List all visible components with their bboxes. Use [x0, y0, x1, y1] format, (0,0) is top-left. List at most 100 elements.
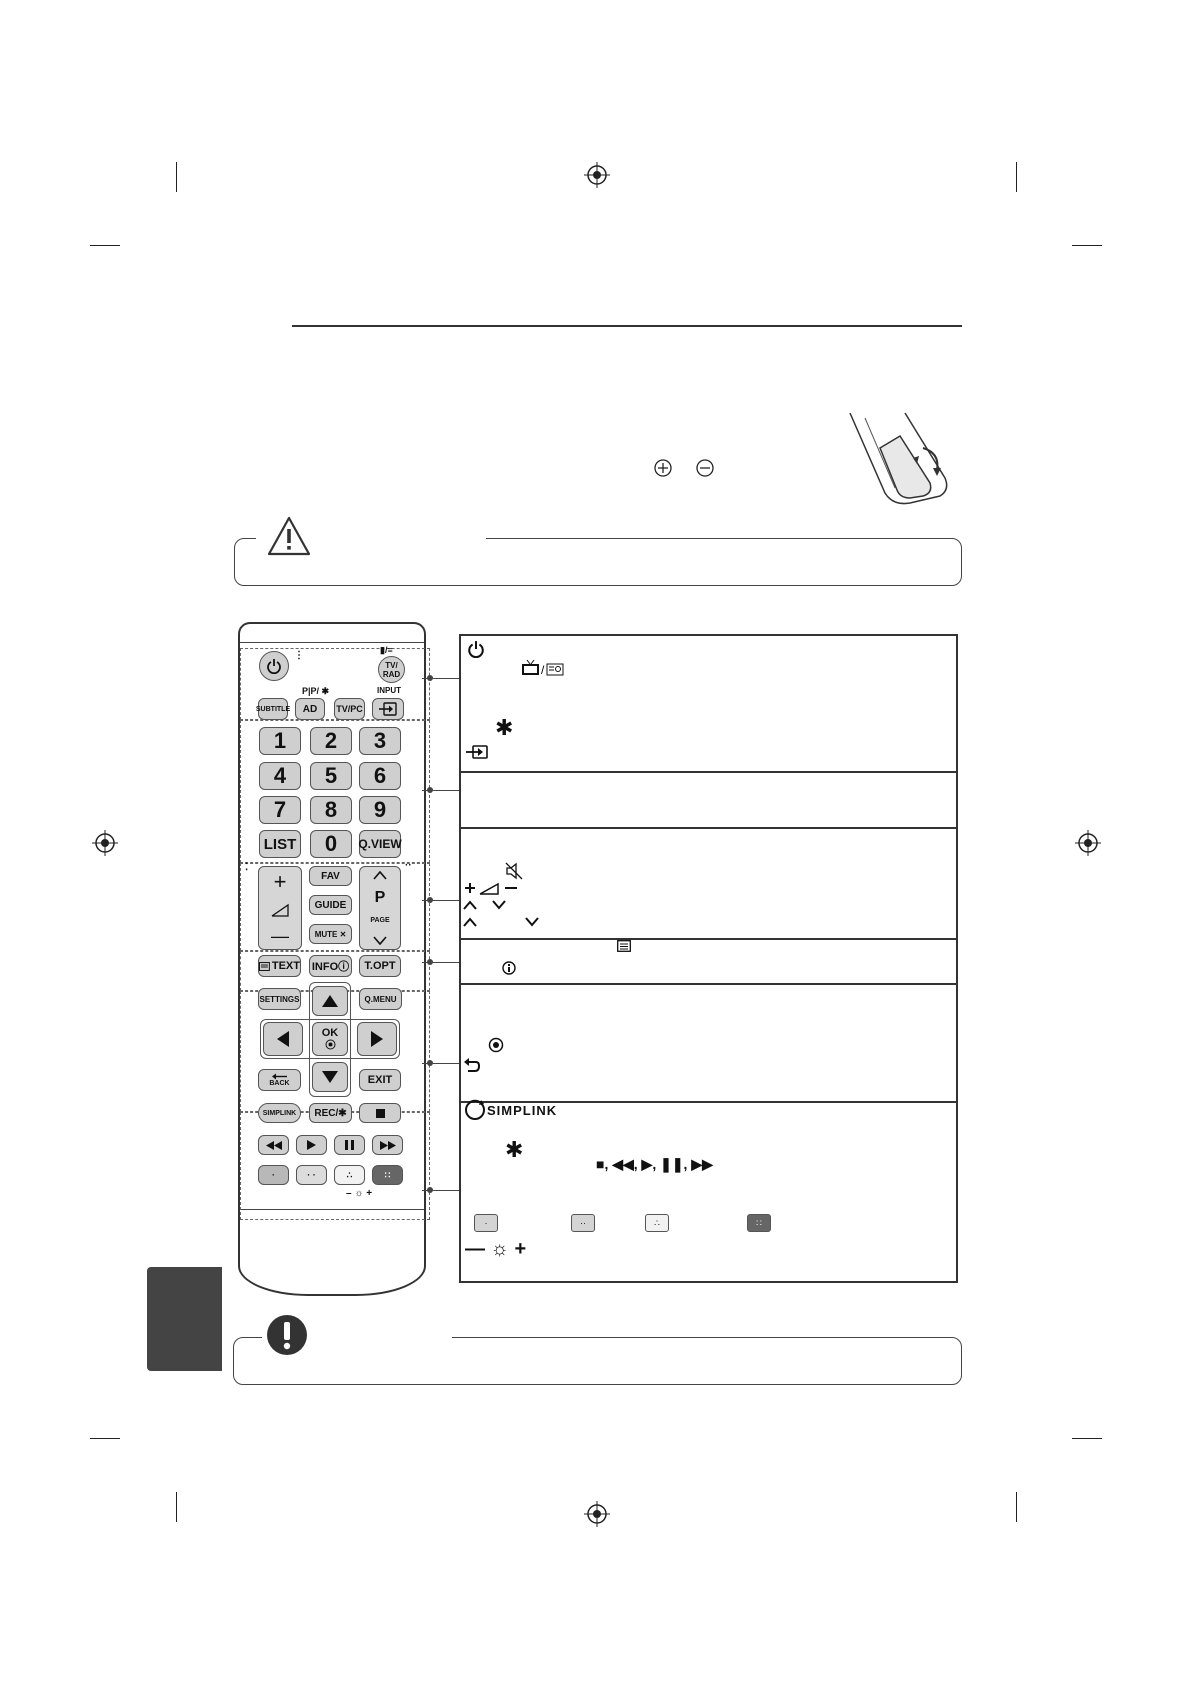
number-5-button[interactable]: 5: [310, 762, 352, 790]
connector: [422, 790, 459, 791]
mute-button[interactable]: MUTE ✕: [309, 924, 352, 944]
subtitle-button[interactable]: SUBTITLE: [256, 698, 290, 720]
up-button[interactable]: [312, 986, 348, 1016]
back-arrow-icon: [271, 1073, 287, 1079]
text-button[interactable]: TEXT: [258, 955, 301, 977]
down-button[interactable]: [312, 1062, 348, 1092]
chevron-down-icon: [525, 917, 539, 927]
ok-label: OK: [321, 1027, 339, 1039]
number-9-button[interactable]: 9: [359, 796, 401, 824]
stop-button[interactable]: [359, 1103, 401, 1123]
input-button[interactable]: [372, 698, 404, 720]
legend-divider: [461, 938, 956, 940]
registration-mark-icon: [584, 162, 610, 188]
number-8-button[interactable]: 8: [310, 796, 352, 824]
info-icon: [502, 961, 516, 975]
pip-label: P|P/ ✱: [302, 686, 330, 696]
connector: [422, 1063, 459, 1064]
registration-mark-icon: [584, 1501, 610, 1527]
note-icon: [267, 1315, 307, 1355]
stop-icon: [375, 1108, 385, 1118]
number-7-button[interactable]: 7: [259, 796, 301, 824]
connector-dot: [427, 959, 433, 965]
settings-button[interactable]: SETTINGS: [258, 988, 301, 1010]
simplink-circle-icon: [465, 1099, 485, 1120]
tvrad-button[interactable]: TV/ RAD: [378, 656, 405, 683]
crop-mark: [90, 245, 120, 246]
topt-button[interactable]: T.OPT: [359, 955, 401, 977]
list-button[interactable]: LIST: [259, 830, 301, 858]
number-4-button[interactable]: 4: [259, 762, 301, 790]
back-icon: [464, 1058, 481, 1072]
yellow-button[interactable]: ∴: [334, 1165, 365, 1185]
arrow-up-icon: [322, 995, 338, 1007]
input-label: INPUT: [377, 686, 401, 695]
dpad: [309, 982, 351, 1097]
tvpc-button[interactable]: TV/PC: [334, 698, 365, 720]
brightness-keys: — ☼ +: [465, 1238, 527, 1260]
header-rule: [292, 325, 962, 327]
remote-bottom-line: [240, 1209, 424, 1210]
legend-divider: [461, 771, 956, 773]
power-dots: ⋮: [294, 650, 304, 661]
number-6-button[interactable]: 6: [359, 762, 401, 790]
pause-button[interactable]: [334, 1135, 365, 1155]
fast-forward-button[interactable]: [372, 1135, 403, 1155]
fast-forward-icon: [379, 1140, 396, 1150]
arrow-left-icon: [277, 1031, 289, 1047]
rec-button[interactable]: REC/✱: [309, 1103, 352, 1123]
program-rocker[interactable]: P PAGE: [359, 866, 401, 950]
brightness-label: – ☼ +: [346, 1188, 373, 1199]
crop-mark: [176, 1492, 177, 1522]
green-button[interactable]: · ·: [296, 1165, 327, 1185]
qmenu-button[interactable]: Q.MENU: [359, 988, 402, 1010]
connector: [422, 962, 459, 963]
qview-button[interactable]: Q.VIEW: [358, 830, 402, 858]
blue-button[interactable]: ∷: [372, 1165, 403, 1185]
input-icon: [379, 702, 397, 716]
right-button[interactable]: [357, 1022, 397, 1056]
rewind-icon: [265, 1140, 282, 1150]
teletext-icon: [617, 940, 631, 952]
chevron-down-icon: [492, 900, 506, 910]
pause-icon: [345, 1140, 354, 1150]
arrow-right-icon: [371, 1031, 383, 1047]
red-button[interactable]: ·: [258, 1165, 289, 1185]
green-key-icon: ··: [571, 1214, 595, 1232]
legend-divider: [461, 983, 956, 985]
number-1-button[interactable]: 1: [259, 727, 301, 755]
guide-button[interactable]: GUIDE: [309, 895, 352, 915]
chevron-down-icon: [373, 936, 387, 946]
text-label: TEXT: [271, 960, 300, 972]
fav-button[interactable]: FAV: [309, 866, 352, 886]
volume-icon: [271, 903, 289, 917]
exit-button[interactable]: EXIT: [359, 1069, 401, 1091]
vol-plus-label: +: [273, 869, 287, 894]
info-button[interactable]: INFOⓘ: [309, 955, 352, 977]
power-button[interactable]: [259, 651, 289, 681]
ad-button[interactable]: AD: [295, 698, 325, 720]
left-button[interactable]: [263, 1022, 303, 1056]
rewind-button[interactable]: [258, 1135, 289, 1155]
back-button[interactable]: BACK: [258, 1069, 301, 1091]
page-dots: ··: [405, 860, 412, 871]
remote-top-line: [240, 642, 424, 643]
chevron-up-icon: [373, 870, 387, 880]
power-icon: [468, 641, 484, 658]
number-3-button[interactable]: 3: [359, 727, 401, 755]
p-label: P: [374, 889, 386, 907]
ok-icon: [488, 1037, 504, 1053]
volume-keys-icon: [465, 882, 517, 895]
play-button[interactable]: [296, 1135, 327, 1155]
registration-mark-icon: [1075, 830, 1101, 856]
volume-rocker[interactable]: + —: [258, 866, 302, 950]
number-2-button[interactable]: 2: [310, 727, 352, 755]
power-icon: [267, 659, 281, 674]
number-0-button[interactable]: 0: [310, 830, 352, 858]
crop-mark: [1072, 245, 1102, 246]
play-icon: [307, 1140, 316, 1150]
simplink-button[interactable]: SIMPLINK: [258, 1103, 301, 1123]
simplink-logo-text: SIMPLINK: [487, 1102, 558, 1118]
vol-dots: ⁚: [245, 862, 249, 873]
ok-button[interactable]: OK: [312, 1022, 348, 1056]
